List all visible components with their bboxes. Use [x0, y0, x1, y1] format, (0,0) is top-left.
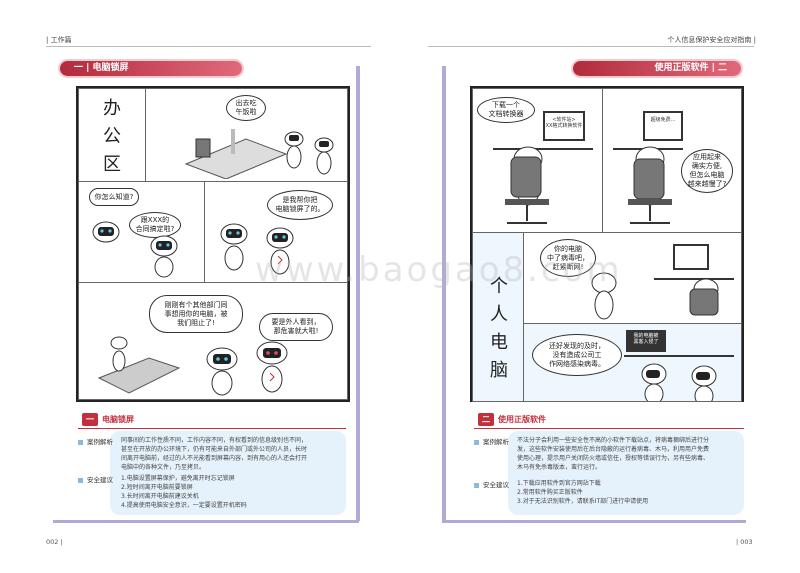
bubble-timely: 还好发现的及时， 没有造成公司工 作网络感染病毒。 — [532, 334, 622, 376]
left-advice-list: 1.电脑设置屏幕保护，避免离开时忘记锁屏 2.短时间离开电脑前要锁屏 3.长时间… — [121, 474, 247, 510]
robots-lock-illustration — [220, 223, 294, 275]
user-thinking-illustration — [613, 146, 683, 224]
bubble-virus: 你的电脑 中了病毒吧， 赶紧断网! — [540, 239, 596, 277]
panel-blocked: 刚刚有个其他部门同 事想用你的电脑，被 我们阻止了! 要是外人看到， 那危害就大… — [78, 282, 348, 400]
right-banner: 使用正版软件 | 二 — [573, 61, 741, 76]
right-page-number: | 003 — [736, 538, 753, 546]
right-section-label: 使用正版软件 — [498, 415, 546, 424]
right-advice-item: 3.对于无法识别软件，请联系IT部门进行申请使用 — [517, 498, 649, 505]
bubble-someone: 刚刚有个其他部门同 事想用你的电脑，被 我们阻止了! — [149, 295, 243, 333]
screen-download: <软件站> XX格式转换软件 — [543, 111, 585, 141]
right-analysis-line: 发，这些软件安装使用后在后台隐蔽的运行着病毒、木马，利用用户免费 — [517, 446, 710, 453]
right-comic-frame: 下载一个 文档转换器 <软件站> XX格式转换软件 超级免费... 应用起来 确… — [470, 86, 744, 402]
panel-pc-label: 个 人 电 脑 — [472, 232, 524, 402]
robots-talking-illustration — [92, 221, 178, 278]
bubble-download: 下载一个 文档转换器 — [477, 97, 535, 123]
left-analysis-line: 甚至在开放的办公环境下，仍有可能来自外部门或外公司的人员，长时 — [121, 446, 308, 453]
screen-hacked: 我的电脑被 黑客入侵了 — [626, 330, 666, 352]
left-analysis-line: 同事间的工作性质不同，工作内容不同，有权看到的信息级别也不同， — [121, 437, 308, 444]
panel-office-label: 办 公 区 域 — [78, 88, 146, 182]
panel-how-know: 你怎么知道? 跟XXX的 合同搞定啦? — [78, 181, 205, 283]
virus-cleared-illustration — [624, 355, 734, 401]
header-rule-right — [428, 46, 754, 47]
left-section-rule — [78, 428, 346, 429]
bubble-outsider: 要是外人看到， 那危害就大啦! — [259, 313, 333, 341]
sidebar-left — [356, 66, 360, 521]
right-analysis-line: 使用心理，提示用户关闭防火墙或信任，授权等错误行为，另有些病毒、 — [517, 455, 710, 462]
header-rule-left — [46, 46, 371, 47]
panel-download: 下载一个 文档转换器 <软件站> XX格式转换软件 — [472, 88, 603, 233]
virus-alert-illustration — [591, 244, 734, 320]
robots-blocked-illustration — [97, 336, 288, 396]
right-advice-label: 安全建议 — [474, 479, 509, 489]
right-analysis-text: 不法分子会利用一些安全性不高的小软件下载站点，将病毒捆绑后进行分 发，这些软件安… — [517, 436, 709, 472]
sidebar-right — [442, 66, 446, 521]
right-section-num: 二 — [478, 413, 494, 426]
bubble-how-know: 你怎么知道? — [89, 188, 139, 206]
header-right: 个人信息保护安全应对指南 | — [667, 36, 756, 44]
right-section-rule — [474, 428, 744, 429]
left-section-num: 一 — [82, 413, 98, 426]
panel-virus: 你的电脑 中了病毒吧， 赶紧断网! — [523, 232, 742, 324]
robot-walking-1 — [284, 131, 304, 169]
left-analysis-line: 电脑中的各种文件，乃至拷贝。 — [121, 464, 206, 471]
panel-lunch: 出去吃 午饭啦 — [145, 88, 348, 182]
left-advice-label: 安全建议 — [78, 474, 113, 484]
bubble-lock-help: 是我帮你把 电脑锁屏了的。 — [267, 190, 333, 220]
left-comic-frame: 办 公 区 域 出去吃 午饭啦 你怎么知道? 跟XXX的 合同搞定啦? — [76, 86, 350, 402]
right-advice-item: 2.常用软件购买正版软件 — [517, 489, 583, 496]
vertical-label-pc: 个 人 电 脑 — [490, 276, 508, 381]
right-info-box — [508, 431, 744, 515]
left-advice-item: 1.电脑设置屏幕保护，避免离开时忘记锁屏 — [121, 475, 235, 482]
bubble-lunch: 出去吃 午饭啦 — [226, 95, 266, 121]
left-analysis-line: 间离开电脑前，经过的人不光能看到屏幕内容，到有用心的人还会打开 — [121, 455, 308, 462]
left-banner: 一 | 电脑锁屏 — [60, 61, 242, 76]
vertical-label-office: 办 公 区 域 — [103, 98, 121, 175]
left-advice-item: 3.长时间离开电脑前建议关机 — [121, 493, 199, 500]
left-analysis-text: 同事间的工作性质不同，工作内容不同，有权看到的信息级别也不同， 甚至在开放的办公… — [121, 436, 307, 472]
left-page-number: 002 | — [46, 538, 63, 546]
user-desk-illustration — [493, 146, 593, 224]
left-advice-item: 2.短时间离开电脑前要锁屏 — [121, 484, 193, 491]
sidebar-left-bottom — [53, 520, 359, 523]
left-info-box — [110, 431, 346, 515]
left-section-tag: 一电脑锁屏 — [78, 413, 134, 426]
left-advice-item: 4.提高使用电脑安全意识，一定要设置开机密码 — [121, 502, 247, 509]
left-section-label: 电脑锁屏 — [102, 415, 134, 424]
robot-walking-2 — [314, 137, 334, 175]
bubble-contract: 跟XXX的 合同搞定啦? — [129, 212, 181, 238]
panel-timely: 还好发现的及时， 没有造成公司工 作网络感染病毒。 我的电脑被 黑客入侵了 — [523, 323, 742, 402]
right-advice-list: 1.下载应用软件到官方网站下载 2.常用软件购买正版软件 3.对于无法识别软件，… — [517, 479, 648, 506]
right-advice-item: 1.下载应用软件到官方网站下载 — [517, 480, 601, 487]
right-analysis-line: 不法分子会利用一些安全性不高的小软件下载站点，将病毒捆绑后进行分 — [517, 437, 710, 444]
sidebar-right-bottom — [442, 520, 746, 523]
bubble-convenient: 应用起来 确实方便, 但怎么电脑 越来越慢了? — [681, 149, 733, 193]
screen-slow: 超级免费... — [643, 111, 683, 141]
office-desk-illustration — [184, 129, 334, 179]
header-left: | 工作篇 — [46, 36, 72, 44]
right-section-tag: 二使用正版软件 — [474, 413, 546, 426]
left-analysis-label: 案例解析 — [78, 436, 113, 446]
right-analysis-line: 木马有免杀毒版本，蛮行运行。 — [517, 464, 602, 471]
panel-lock-help: 是我帮你把 电脑锁屏了的。 — [204, 181, 348, 283]
watermark: www.baogao8.com — [255, 250, 623, 290]
right-analysis-label: 案例解析 — [474, 436, 509, 446]
panel-slow: 超级免费... 应用起来 确实方便, 但怎么电脑 越来越慢了? — [602, 88, 742, 233]
